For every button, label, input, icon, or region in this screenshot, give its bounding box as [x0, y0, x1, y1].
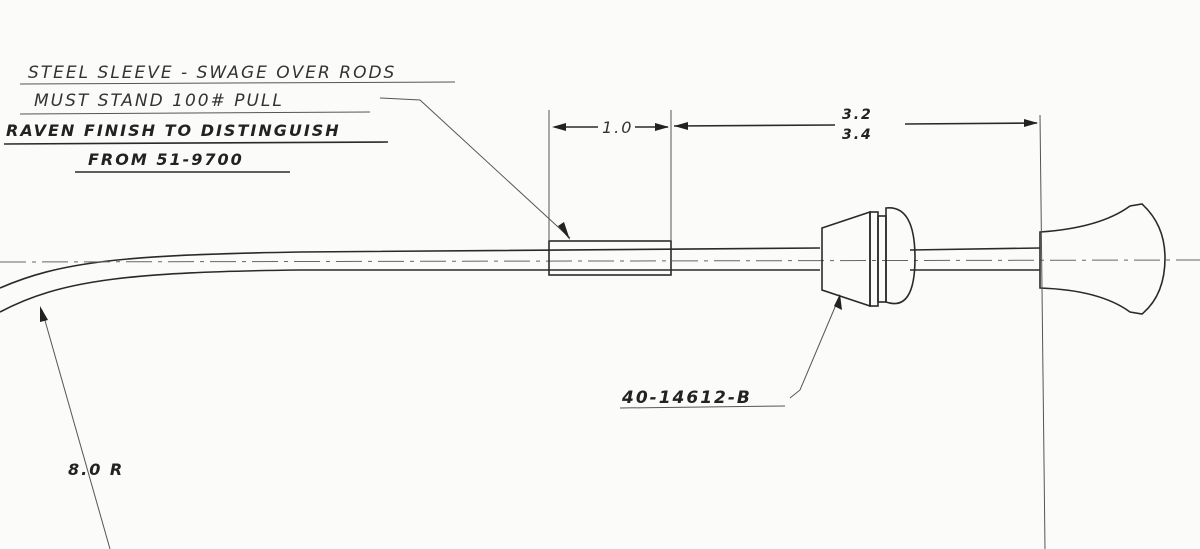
radius-leader [41, 309, 111, 549]
note-leader [379, 97, 571, 239]
dimension-line [673, 124, 836, 127]
callout-underline [619, 405, 786, 409]
dimension-arrowhead [674, 122, 688, 130]
sleeve-length-dim: 1.0 [602, 118, 633, 137]
dimension-line [904, 122, 1038, 125]
part-callout: 40-14612-B [621, 388, 752, 408]
note-underline [3, 141, 389, 145]
dimension-arrowhead [1024, 119, 1038, 127]
note-underline [19, 81, 456, 85]
overall-dim-top: 3.2 [842, 107, 873, 123]
overall-dim-bottom: 3.4 [842, 127, 873, 143]
centerline [0, 259, 1200, 263]
dimension-arrowhead [655, 123, 669, 131]
knob-part [1039, 203, 1166, 315]
note-line-2: MUST STAND 100# PULL [34, 91, 284, 111]
radius-arrowhead [40, 306, 48, 322]
dimension-arrowhead [552, 123, 566, 131]
note-line-3: RAVEN FINISH TO DISTINGUISH [6, 121, 341, 140]
callout-leader [789, 299, 839, 399]
rod-top-edge [0, 247, 821, 289]
rod-bottom-edge [0, 269, 820, 313]
callout-arrowhead [834, 294, 842, 310]
note-line-1: STEEL SLEEVE - SWAGE OVER RODS [28, 63, 396, 83]
grommet-part [821, 207, 916, 308]
note-leader-arrowhead [558, 222, 570, 240]
rod-top-edge [909, 247, 1041, 251]
radius-dim: 8.0 R [68, 460, 124, 479]
steel-sleeve [548, 240, 672, 276]
note-block: STEEL SLEEVE - SWAGE OVER RODS MUST STAN… [3, 63, 456, 173]
note-line-4: FROM 51-9700 [88, 150, 244, 169]
extension-line [1039, 114, 1046, 549]
note-underline [19, 111, 371, 115]
